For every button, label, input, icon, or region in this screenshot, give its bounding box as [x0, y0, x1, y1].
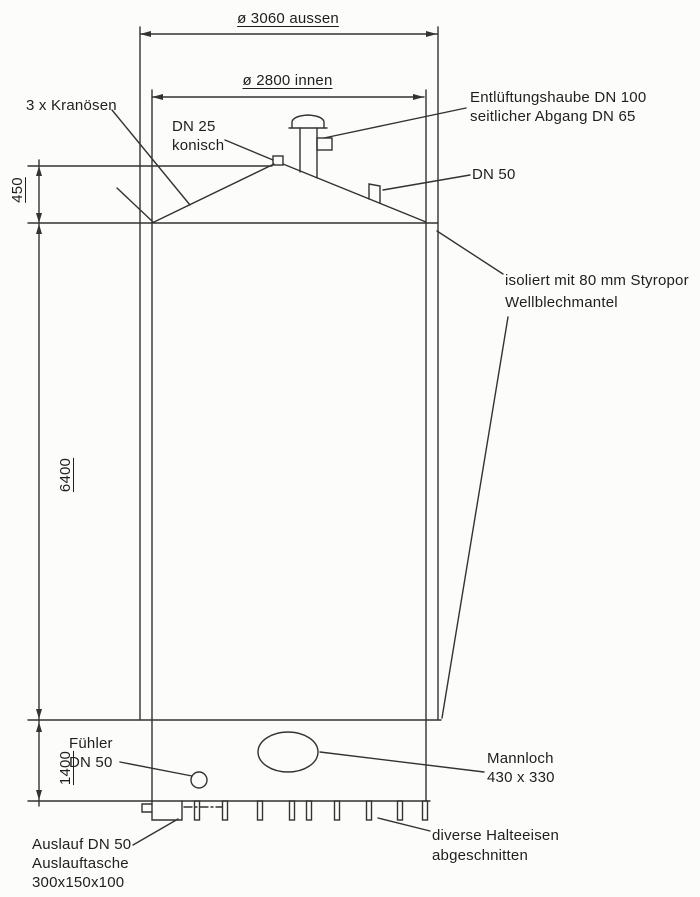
leader-crane-eyes	[111, 109, 191, 206]
arrow-6400-top	[36, 224, 42, 234]
holding-iron-6	[333, 800, 341, 821]
leader-dn25	[224, 139, 274, 161]
outlet-label-line2: Auslauftasche	[32, 855, 129, 872]
holding-iron-4	[288, 800, 296, 821]
arrow-inner-dia-right	[413, 94, 424, 100]
outer-diameter-label: ø 3060 aussen	[237, 10, 339, 27]
insulation-label-line2: Wellblechmantel	[505, 294, 618, 311]
arrow-450-bottom	[36, 213, 42, 223]
crane-eyes-label: 3 x Kranösen	[26, 97, 117, 114]
outlet-stub-shape	[141, 803, 153, 813]
sensor-label: Fühler DN 50	[69, 734, 113, 772]
holding-iron-1	[193, 800, 201, 821]
arrow-450-top	[36, 166, 42, 176]
manhole-ellipse	[257, 731, 319, 773]
manhole-label: Mannloch 430 x 330	[487, 749, 555, 787]
holding-iron-5	[305, 800, 313, 821]
holding-iron-3	[256, 800, 264, 821]
sensor-label-line2: DN 50	[69, 754, 113, 771]
leader-insulation-top	[436, 230, 504, 275]
holding-irons-label-line1: diverse Halteeisen	[432, 827, 559, 844]
vent-hood-label-line1: Entlüftungshaube DN 100	[470, 89, 647, 106]
leader-crane-eyes-2	[116, 187, 154, 223]
dn25-label: DN 25 konisch	[172, 117, 224, 155]
dim-450-label: 450	[9, 177, 26, 203]
outlet-label-line3: 300x150x100	[32, 874, 125, 891]
leader-insulation-bottom	[441, 316, 509, 719]
sensor-label-line1: Fühler	[69, 735, 113, 752]
inner-diameter-label: ø 2800 innen	[242, 72, 333, 89]
vent-hood-label: Entlüftungshaube DN 100 seitlicher Abgan…	[470, 88, 646, 126]
insulation-label: isoliert mit 80 mm Styropor Wellblechman…	[505, 270, 689, 314]
dn25-label-line1: DN 25	[172, 118, 216, 135]
vent-cap-dome-shape	[291, 114, 325, 129]
leader-vent-hood	[323, 107, 467, 139]
holding-irons-label: diverse Halteeisen abgeschnitten	[432, 826, 559, 866]
roof-slope-left-line	[151, 163, 275, 224]
insulation-label-line1: isoliert mit 80 mm Styropor	[505, 272, 689, 289]
dn50-nozzle-shape	[368, 183, 381, 204]
leader-holding-irons	[377, 817, 431, 832]
arrow-1400-top	[36, 722, 42, 732]
roof-slope-right-line	[282, 163, 427, 223]
manhole-label-line1: Mannloch	[487, 750, 554, 767]
vent-side-outlet-shape	[316, 137, 333, 151]
arrow-outer-dia-left	[140, 31, 151, 37]
holding-iron-9	[421, 800, 429, 821]
sensor-nozzle-circle	[190, 771, 208, 789]
leader-dn50	[382, 174, 471, 191]
outlet-label-line1: Auslauf DN 50	[32, 836, 132, 853]
holding-iron-8	[396, 800, 404, 821]
outlet-pocket-shape	[151, 800, 183, 821]
arrow-6400-bottom	[36, 709, 42, 719]
dn25-label-line2: konisch	[172, 137, 225, 154]
leader-outlet	[132, 818, 179, 846]
dn50-label: DN 50	[472, 166, 516, 183]
outlet-label: Auslauf DN 50 Auslauftasche 300x150x100	[32, 835, 131, 892]
leader-manhole	[319, 751, 485, 773]
manhole-label-line2: 430 x 330	[487, 769, 555, 786]
holding-iron-2	[221, 800, 229, 821]
holding-iron-7	[365, 800, 373, 821]
arrow-inner-dia-left	[152, 94, 163, 100]
vent-hood-label-line2: seitlicher Abgang DN 65	[470, 108, 636, 125]
holding-irons-label-line2: abgeschnitten	[432, 847, 529, 864]
leader-sensor	[119, 761, 193, 777]
arrow-1400-bottom	[36, 790, 42, 800]
arrow-outer-dia-right	[426, 31, 437, 37]
dim-6400-label: 6400	[57, 457, 74, 493]
